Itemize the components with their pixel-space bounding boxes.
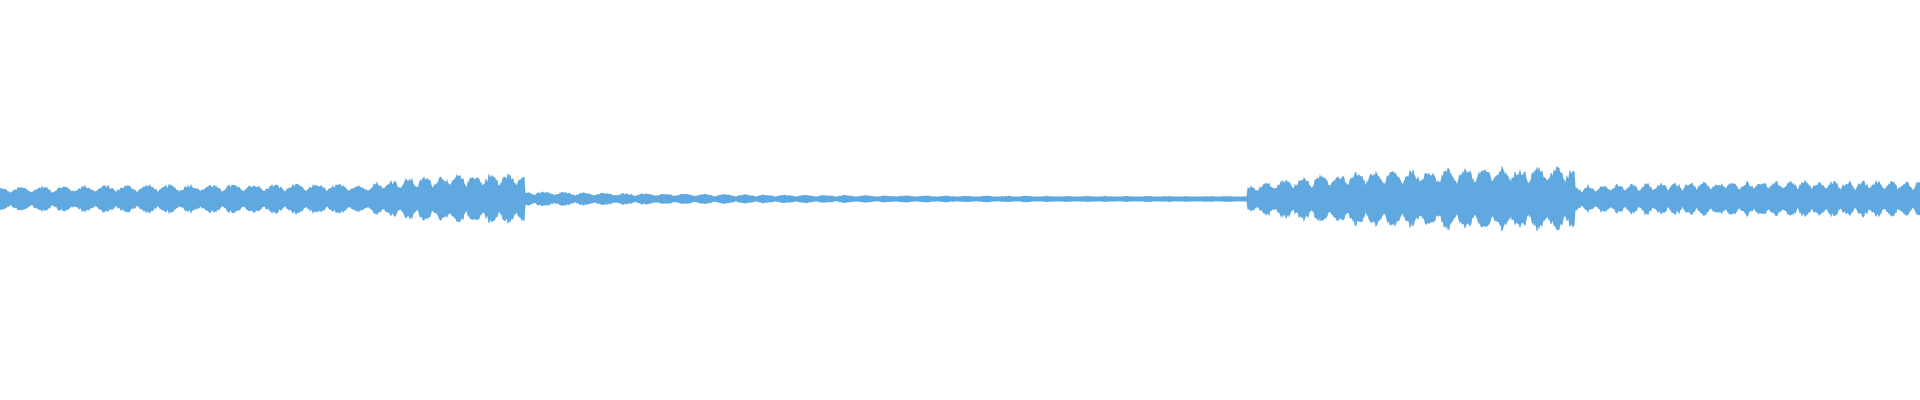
- waveform-trace: [0, 165, 1920, 232]
